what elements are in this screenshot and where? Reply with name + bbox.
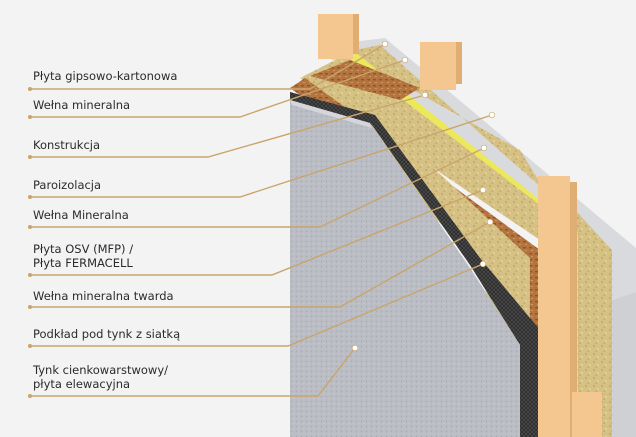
leader-5	[30, 147, 485, 228]
leader-3	[30, 94, 426, 158]
osb-layer	[290, 60, 540, 437]
label-text-line-2: płyta elewacyjna	[33, 377, 131, 391]
label-plyta-gipsowo-kartonowa: Płyta gipsowo-kartonowa	[33, 69, 177, 83]
label-text: Wełna mineralna	[33, 98, 131, 112]
label-text: Konstrukcja	[33, 138, 101, 152]
leader-2	[30, 59, 406, 118]
leader-dots	[351, 40, 496, 352]
leader-start-dots	[28, 87, 32, 398]
label-konstrukcja: Konstrukcja	[33, 138, 100, 152]
label-plyta-osv: Płyta OSV (MFP) / Płyta FERMACELL	[33, 242, 133, 270]
leader-6	[30, 189, 484, 276]
stud-2	[420, 42, 462, 90]
label-tynk: Tynk cienkowarstwowy/ płyta elewacyjna	[33, 363, 168, 391]
label-text: Paroizolacja	[33, 178, 102, 192]
stud-4	[572, 392, 602, 437]
leader-8	[30, 263, 484, 347]
label-text: Wełna Mineralna	[33, 208, 129, 222]
leader-9	[30, 347, 356, 397]
label-text-line-1: Tynk cienkowarstwowy/	[33, 363, 169, 377]
label-welna-mineralna-2: Wełna Mineralna	[33, 208, 129, 222]
label-text-line-2: Płyta FERMACELL	[33, 256, 133, 270]
label-welna-mineralna: Wełna mineralna	[33, 98, 130, 112]
label-text: Podkład pod tynk z siatką	[33, 327, 181, 341]
leader-lines	[30, 43, 493, 397]
label-welna-twarda: Wełna mineralna twarda	[33, 289, 174, 303]
leader-7	[30, 221, 491, 308]
leader-1	[30, 43, 386, 90]
render-layer	[290, 100, 520, 437]
leader-4	[30, 114, 493, 198]
stud-3	[538, 176, 577, 437]
label-text: Płyta gipsowo-kartonowa	[33, 69, 178, 83]
label-paroizolacja: Paroizolacja	[33, 178, 101, 192]
stud-1	[318, 14, 359, 59]
inner-wool-layer	[345, 45, 612, 437]
label-podklad: Podkład pod tynk z siatką	[33, 327, 180, 341]
label-text: Wełna mineralna twarda	[33, 289, 174, 303]
label-text-line-1: Płyta OSV (MFP) /	[33, 242, 134, 256]
